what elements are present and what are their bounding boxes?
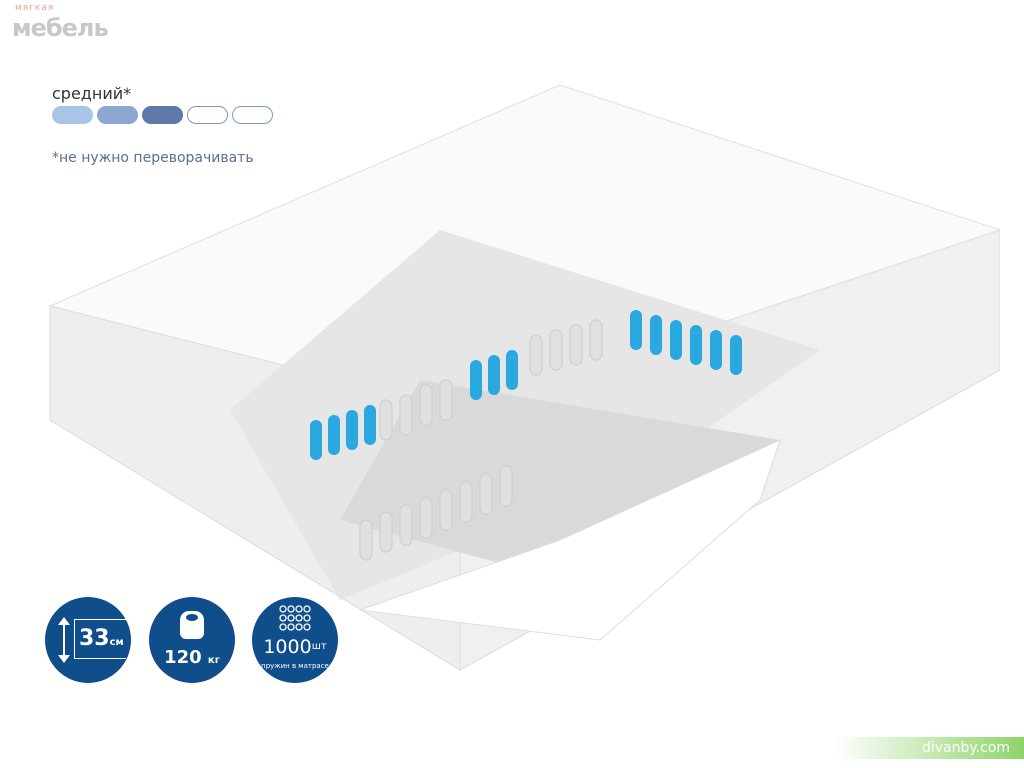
height-value: 33 (79, 626, 110, 651)
firmness-note: *не нужно переворачивать (52, 150, 254, 166)
firmness-level-3 (142, 106, 183, 124)
firmness-scale (52, 106, 273, 124)
site-watermark: divanby.com (834, 737, 1024, 759)
springs-icon (279, 605, 311, 631)
height-badge: 33см (45, 597, 131, 683)
springs-caption: пружин в матрасе (261, 662, 329, 670)
brand-logo: мягкая мебель (12, 3, 109, 42)
height-frame (74, 619, 126, 659)
height-arrow-icon (58, 617, 70, 663)
firmness-level-1 (52, 106, 93, 124)
mattress-illustration (48, 84, 1000, 671)
load-value: 120 (164, 647, 202, 668)
springs-badge: 1000шт пружин в матрасе (252, 597, 338, 683)
springs-value: 1000 (263, 636, 312, 658)
firmness-level-2 (97, 106, 138, 124)
load-badge: 120 кг (149, 597, 235, 683)
kettlebell-icon (180, 611, 204, 639)
firmness-level-4 (187, 106, 228, 124)
firmness-label: средний* (52, 84, 132, 103)
springs-unit: шт (311, 641, 327, 652)
firmness-level-5 (232, 106, 273, 124)
load-unit: кг (207, 655, 220, 666)
height-unit: см (109, 637, 124, 648)
